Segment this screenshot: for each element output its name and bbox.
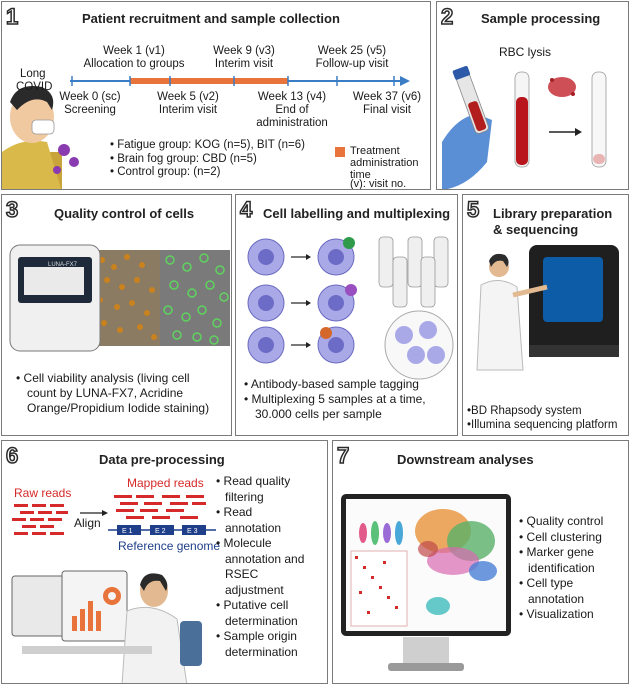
panel-number: 2	[440, 3, 454, 30]
legend-treatment: Treatment	[350, 145, 400, 157]
long-covid-label: Long	[20, 68, 46, 80]
qc-bullet-line: • Cell viability analysis (living cell	[16, 371, 190, 385]
timeline-week37-desc: Final visit	[363, 104, 411, 116]
panel-number: 7	[336, 442, 350, 469]
timeline-week9-desc: Interim visit	[214, 58, 274, 70]
panel-number: 6	[5, 442, 19, 469]
timeline-week1: Week 1 (v1)	[103, 45, 165, 57]
panel-data-preprocessing: 6 Data pre-processing Raw reads Align Ma…	[1, 440, 328, 684]
multiplexing-bullet: 30.000 cells per sample	[255, 407, 382, 421]
rbc-lysis-label: RBC lysis	[499, 45, 552, 59]
panel-title: Sample processing	[481, 11, 601, 26]
panel-title-2: & sequencing	[493, 222, 579, 237]
preprocessing-step: RSEC	[225, 567, 259, 581]
timeline-week1-desc: Allocation to groups	[83, 58, 185, 70]
group-item: • Control group: (n=2)	[110, 166, 221, 178]
sample-processing-illustration	[442, 65, 607, 189]
timeline-week25-desc: Follow-up visit	[315, 58, 389, 70]
preprocessing-step: filtering	[225, 489, 264, 504]
panel-downstream-analyses: 7 Downstream analyses • Quality control …	[332, 440, 629, 684]
analysis-monitor-illustration	[341, 494, 511, 671]
preprocessing-steps: • Read quality filtering • Read annotati…	[216, 474, 304, 660]
downstream-item: • Visualization	[519, 607, 594, 621]
timeline-week13-desc-2: administration	[256, 117, 328, 129]
sequencing-bullets: •BD Rhapsody system •Illumina sequencing…	[467, 404, 617, 432]
exon-label: E 3	[187, 528, 198, 535]
panel-title: Library preparation	[493, 206, 613, 221]
qc-bullet-line: Orange/Propidium Iodide staining)	[27, 401, 210, 415]
panel-title: Cell labelling and multiplexing	[263, 206, 451, 221]
cell-counter-illustration	[9, 244, 230, 352]
timeline-week5: Week 5 (v2)	[157, 91, 219, 103]
downstream-item: • Marker gene	[519, 545, 594, 559]
reference-genome-label: Reference genome	[118, 539, 221, 553]
preprocessing-step: determination	[225, 644, 298, 659]
downstream-list: • Quality control • Cell clustering • Ma…	[519, 514, 603, 623]
timeline-week25: Week 25 (v5)	[317, 45, 387, 57]
long-covid-label-2: COVID	[16, 81, 53, 93]
group-item: • Fatigue group: KOG (n=5), BIT (n=6)	[110, 139, 305, 151]
panel-title: Patient recruitment and sample collectio…	[82, 11, 340, 26]
raw-reads-label: Raw reads	[14, 486, 72, 500]
timeline-week0: Week 0 (sc)	[59, 91, 121, 103]
panel-sample-processing: 2 Sample processing RBC lysis	[436, 1, 629, 190]
panel-title: Downstream analyses	[397, 452, 534, 467]
panel-cell-labelling: 4 Cell labelling and multiplexing	[235, 194, 458, 436]
sequencer-illustration	[476, 245, 619, 371]
downstream-item: • Cell type	[519, 576, 574, 590]
mapped-reads-label: Mapped reads	[127, 476, 204, 490]
timeline-week0-desc: Screening	[64, 104, 116, 116]
align-label: Align	[74, 516, 101, 530]
timeline-week13: Week 13 (v4)	[257, 91, 327, 103]
downstream-item: • Quality control	[519, 514, 604, 528]
multiplexing-bullets: • Antibody-based sample tagging • Multip…	[244, 377, 426, 422]
panel-title: Data pre-processing	[99, 452, 225, 467]
panel-patient-recruitment: 1 Patient recruitment and sample collect…	[1, 1, 431, 190]
sequencing-bullet: •Illumina sequencing platform	[467, 419, 618, 431]
preprocessing-step: • Putative cell	[216, 598, 289, 612]
multiplexing-illustration	[247, 236, 454, 380]
legend-treatment-2: administration	[350, 157, 419, 169]
multiplexing-bullet: • Antibody-based sample tagging	[244, 377, 419, 391]
downstream-item: annotation	[528, 591, 585, 606]
group-list: • Fatigue group: KOG (n=5), BIT (n=6) • …	[110, 139, 305, 180]
timeline	[70, 76, 410, 157]
preprocessing-step: adjustment	[225, 582, 284, 597]
panel-number: 3	[5, 196, 19, 223]
preprocessing-step: • Read quality	[216, 474, 291, 488]
preprocessing-step: • Sample origin	[216, 629, 297, 643]
patient-illustration	[2, 86, 79, 189]
downstream-item: • Cell clustering	[519, 529, 602, 544]
legend-visit: (v): visit no.	[350, 178, 407, 190]
preprocessing-step: annotation	[225, 520, 282, 535]
timeline-week37: Week 37 (v6)	[352, 91, 422, 103]
panel-number: 1	[5, 3, 19, 30]
preprocessing-step: • Read	[216, 505, 253, 519]
sequencing-bullet: •BD Rhapsody system	[467, 405, 582, 417]
panel-quality-control: 3 Quality control of cells LUNA-FX7 • Ce…	[1, 194, 232, 436]
device-label: LUNA-FX7	[48, 262, 78, 268]
preprocessing-step: annotation and	[225, 551, 305, 566]
group-item: • Brain fog group: CBD (n=5)	[110, 152, 257, 165]
downstream-item: identification	[528, 560, 595, 575]
legend-treatment-3: time	[350, 169, 371, 181]
qc-bullets: • Cell viability analysis (living cell c…	[16, 371, 209, 416]
exon-label: E 1	[122, 528, 133, 535]
timeline-week5-desc: Interim visit	[158, 104, 218, 116]
timeline-week13-desc: End of	[275, 104, 309, 116]
exon-label: E 2	[155, 528, 166, 535]
preprocessing-step: determination	[225, 613, 298, 628]
timeline-week9: Week 9 (v3)	[213, 45, 275, 57]
panel-number: 5	[466, 196, 480, 223]
panel-number: 4	[239, 196, 253, 223]
panel-library-preparation: 5 Library preparation & sequencing •BD R…	[462, 194, 629, 436]
preprocessing-step: • Molecule	[216, 536, 272, 550]
read-alignment-illustration	[11, 495, 216, 683]
qc-bullet-line: count by LUNA-FX7, Acridine	[27, 386, 184, 400]
panel-title: Quality control of cells	[54, 206, 195, 221]
multiplexing-bullet: • Multiplexing 5 samples at a time,	[244, 392, 426, 406]
